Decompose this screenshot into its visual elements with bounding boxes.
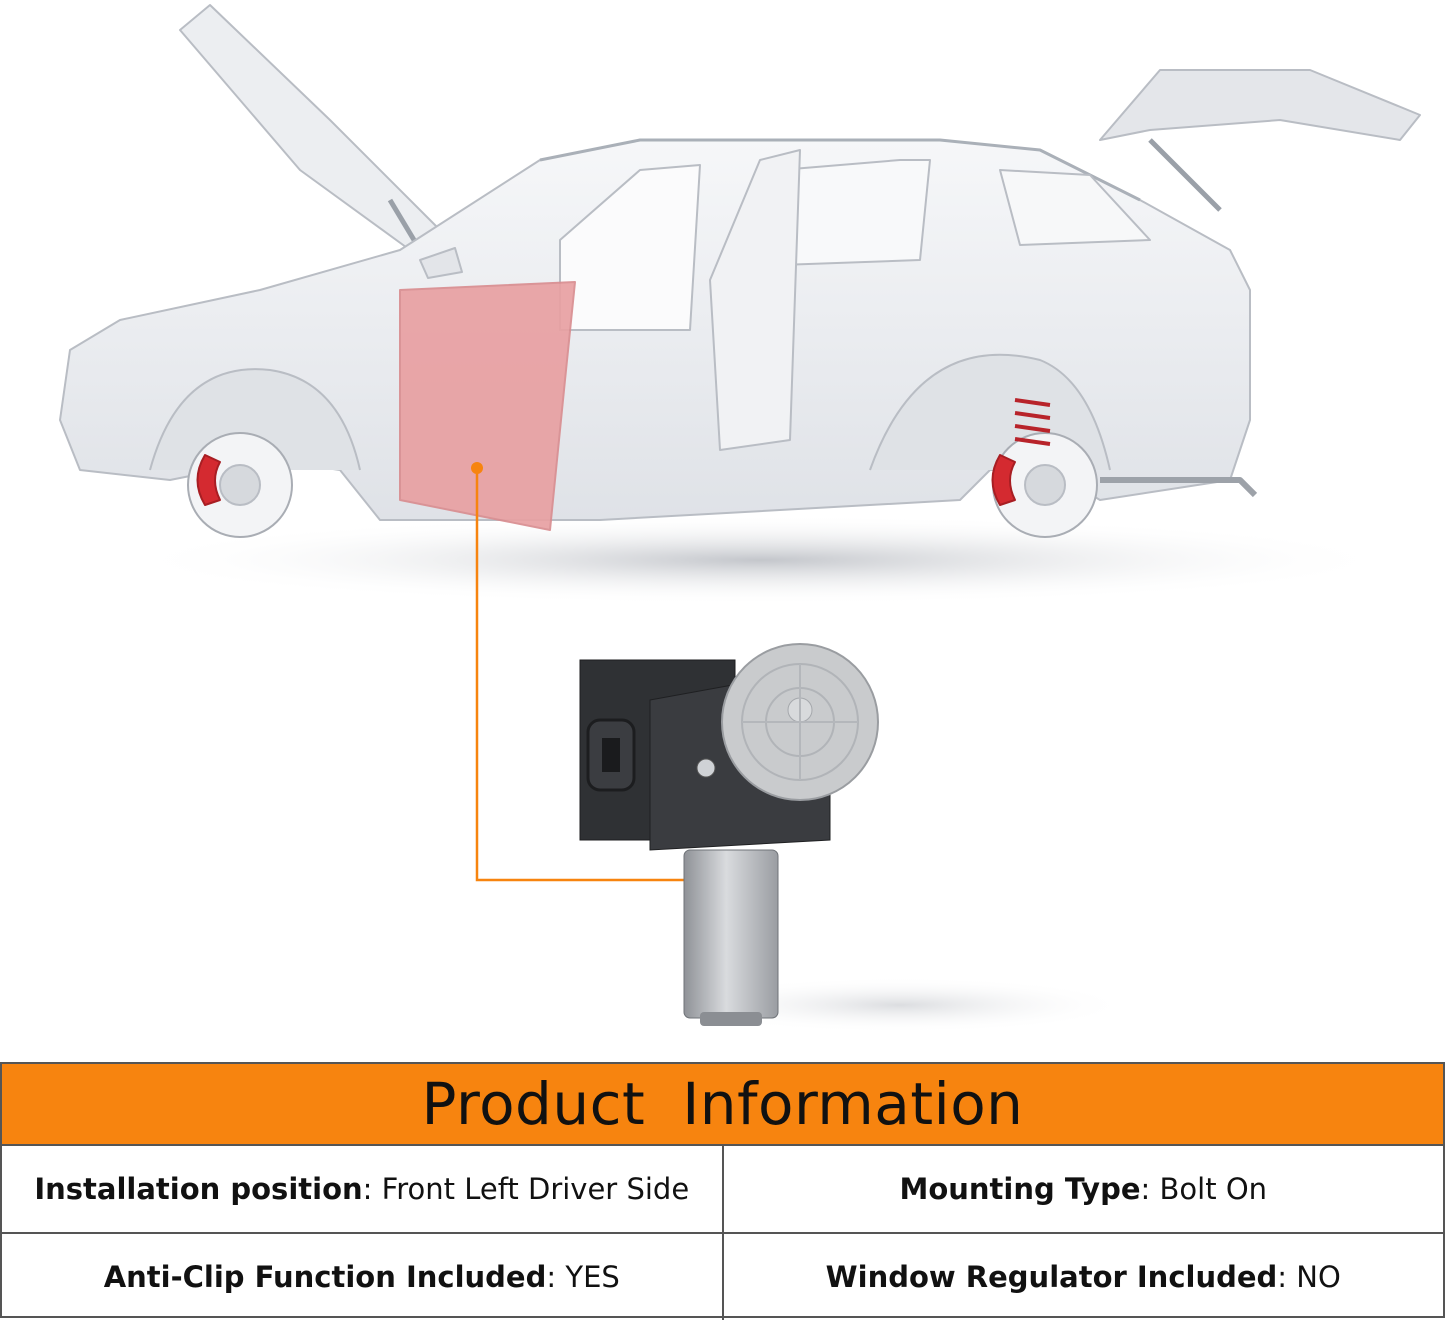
mounting-type-cell: Mounting Type: Bolt On [721, 1146, 1444, 1232]
window-regulator-cell: Window Regulator Included: NO [721, 1234, 1444, 1320]
colon: : [546, 1260, 557, 1294]
installation-position-value: Front Left Driver Side [381, 1172, 690, 1206]
mounting-type-label: Mounting Type [899, 1172, 1141, 1206]
info-row: Installation position: Front Left Driver… [2, 1146, 1443, 1234]
product-info-table: Product Information Installation positio… [0, 1062, 1445, 1320]
colon: : [1140, 1172, 1151, 1206]
anti-clip-value: YES [565, 1260, 620, 1294]
window-motor-illustration [579, 643, 879, 1026]
car-illustration [59, 4, 1421, 538]
installation-position-cell: Installation position: Front Left Driver… [2, 1146, 722, 1232]
colon: : [362, 1172, 373, 1206]
window-regulator-value: NO [1296, 1260, 1341, 1294]
installation-position-label: Installation position [34, 1172, 363, 1206]
mounting-type-value: Bolt On [1159, 1172, 1268, 1206]
anti-clip-cell: Anti-Clip Function Included: YES [2, 1234, 722, 1320]
window-regulator-label: Window Regulator Included [825, 1260, 1278, 1294]
anti-clip-label: Anti-Clip Function Included [103, 1260, 547, 1294]
illustration-scene [59, 4, 1421, 1033]
info-row: Anti-Clip Function Included: YES Window … [2, 1234, 1443, 1320]
product-info-title: Product Information [2, 1064, 1443, 1146]
colon: : [1277, 1260, 1288, 1294]
